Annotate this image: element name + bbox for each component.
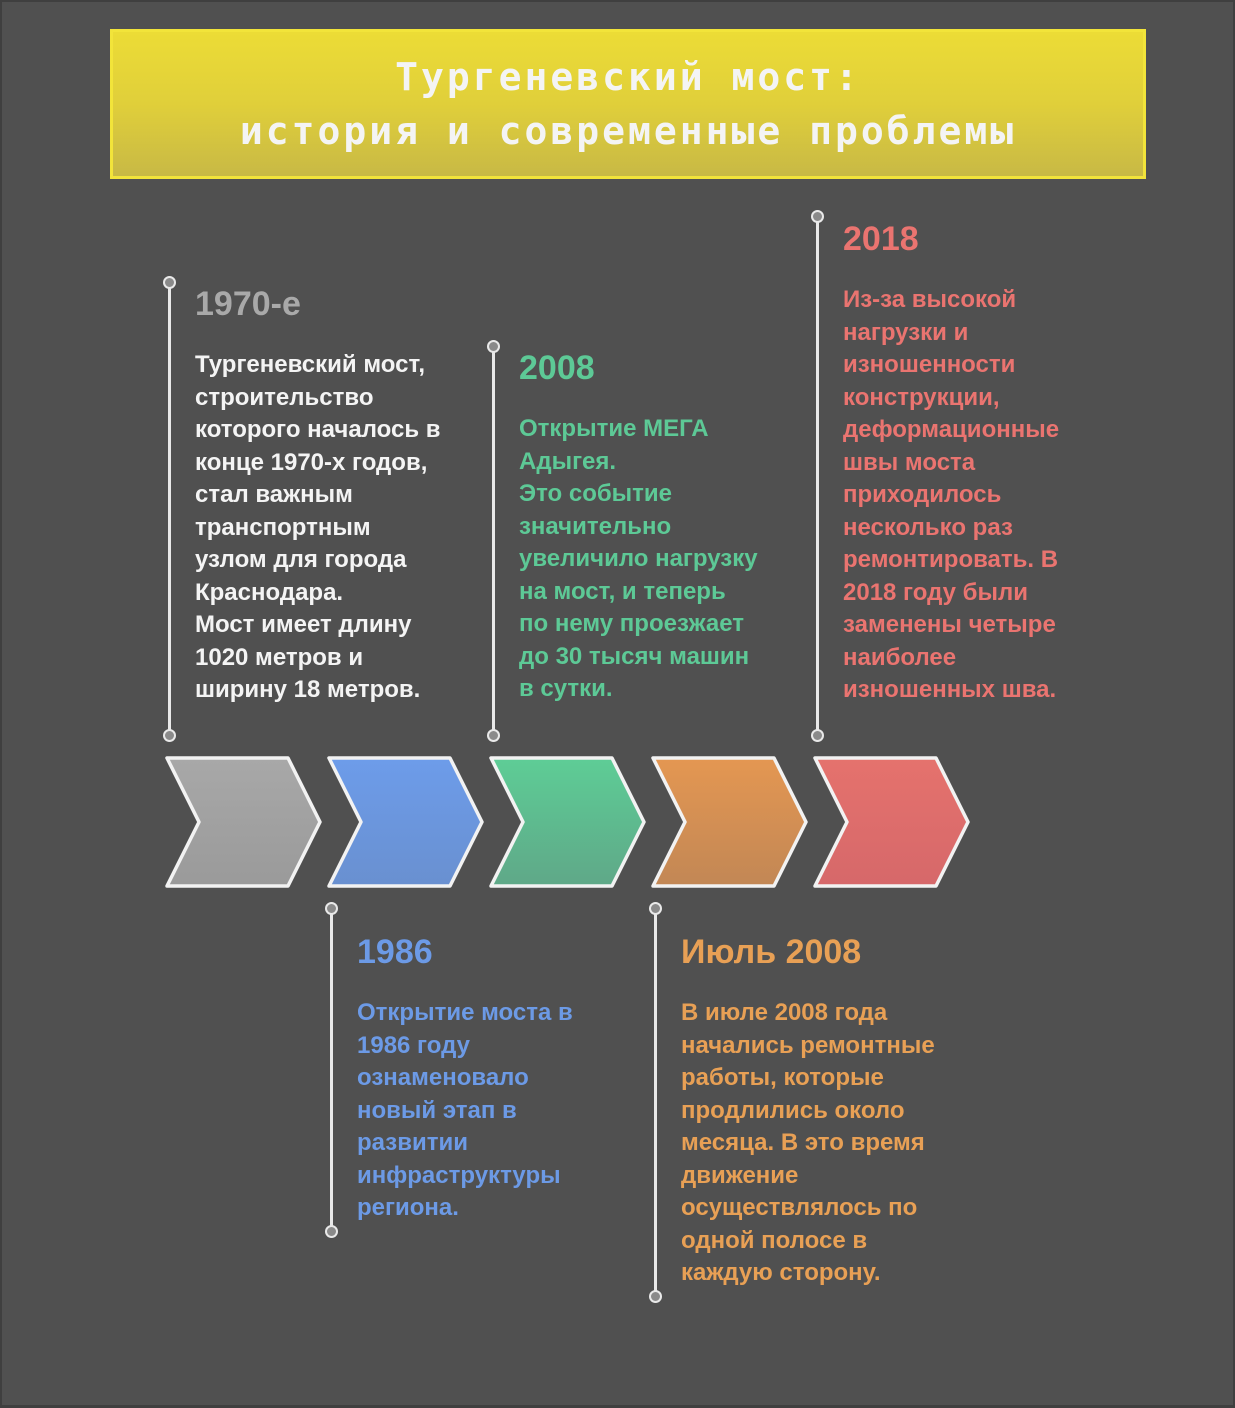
chevron-red bbox=[813, 756, 970, 888]
event-2018: 2018 Из-за высокой нагрузки и изношеннос… bbox=[843, 219, 1133, 707]
timeline-connector-2018 bbox=[816, 220, 819, 736]
timeline-dot-top-1986 bbox=[325, 902, 338, 915]
event-1986: 1986 Открытие моста в 1986 году ознамено… bbox=[357, 932, 647, 1225]
timeline-dot-top-2018 bbox=[811, 210, 824, 223]
title-line-2: история и современные проблемы bbox=[239, 109, 1017, 153]
chevron-gray bbox=[165, 756, 322, 888]
event-description: Из-за высокой нагрузки и изношенности ко… bbox=[843, 286, 1060, 703]
timeline-dot-top-1970s bbox=[163, 276, 176, 289]
timeline-dot-bottom-1970s bbox=[163, 729, 176, 742]
timeline-dot-top-2008 bbox=[487, 340, 500, 353]
timeline-dot-bottom-2008 bbox=[487, 729, 500, 742]
title-banner: Тургеневский мост: история и современные… bbox=[110, 29, 1146, 179]
event-2008: 2008 Открытие МЕГА Адыгея. Это событие з… bbox=[519, 348, 809, 706]
event-year: Июль 2008 bbox=[681, 933, 862, 971]
event-1970s: 1970-е Тургеневский мост, строительство … bbox=[195, 284, 485, 707]
event-year: 2018 bbox=[843, 220, 919, 258]
timeline-dot-top-july-2008 bbox=[649, 902, 662, 915]
event-year: 1986 bbox=[357, 933, 433, 971]
timeline-connector-1970s bbox=[168, 284, 171, 736]
chevron-blue bbox=[327, 756, 484, 888]
event-description: Тургеневский мост, строительство которог… bbox=[195, 351, 441, 703]
timeline-connector-2008 bbox=[492, 352, 495, 736]
event-july-2008: Июль 2008 В июле 2008 года начались ремо… bbox=[681, 932, 1001, 1290]
event-description: В июле 2008 года начались ремонтные рабо… bbox=[681, 999, 935, 1286]
chevron-green bbox=[489, 756, 646, 888]
event-year: 1970-е bbox=[195, 285, 301, 323]
event-year: 2008 bbox=[519, 349, 595, 387]
timeline-dot-bottom-1986 bbox=[325, 1225, 338, 1238]
timeline-dot-bottom-july-2008 bbox=[649, 1290, 662, 1303]
event-description: Открытие МЕГА Адыгея. Это событие значит… bbox=[519, 415, 758, 702]
timeline-connector-july-2008 bbox=[654, 912, 657, 1297]
event-description: Открытие моста в 1986 году ознаменовало … bbox=[357, 999, 573, 1221]
chevron-orange bbox=[651, 756, 808, 888]
timeline-connector-1986 bbox=[330, 912, 333, 1232]
timeline-dot-bottom-2018 bbox=[811, 729, 824, 742]
title-line-1: Тургеневский мост: bbox=[395, 55, 861, 99]
